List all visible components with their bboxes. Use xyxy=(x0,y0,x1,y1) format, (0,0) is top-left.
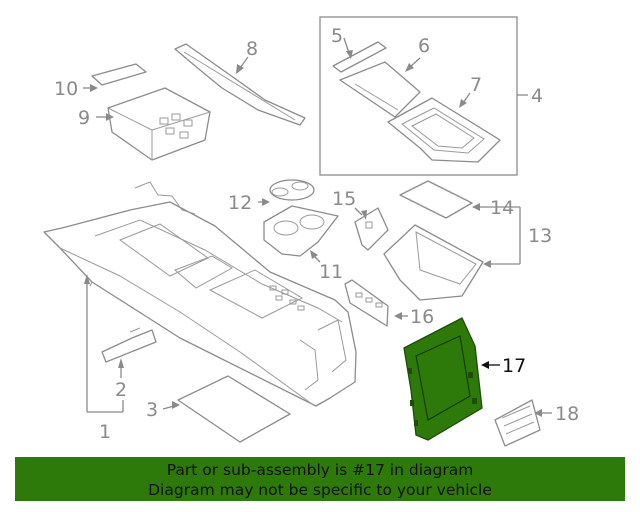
info-banner: Part or sub-assembly is #17 in diagram D… xyxy=(15,457,625,501)
callout-1: 1 xyxy=(99,421,111,443)
callout-13: 13 xyxy=(528,225,552,247)
part-8-trim-strip[interactable] xyxy=(174,43,306,126)
callout-3: 3 xyxy=(146,399,158,421)
part-5-strip[interactable] xyxy=(332,41,387,73)
part-13-bin[interactable] xyxy=(383,224,484,301)
part-9-control-module[interactable] xyxy=(107,87,211,161)
callout-4: 4 xyxy=(531,85,543,107)
part-3-pad[interactable] xyxy=(177,375,291,443)
banner-line-2: Diagram may not be specific to your vehi… xyxy=(148,481,492,499)
callout-11: 11 xyxy=(319,261,343,283)
part-10-pad[interactable] xyxy=(91,63,147,86)
callout-15: 15 xyxy=(332,188,356,210)
part-12-ring-trim[interactable] xyxy=(269,179,315,201)
banner-line-1: Part or sub-assembly is #17 in diagram xyxy=(166,461,474,479)
callout-2: 2 xyxy=(115,379,127,401)
callout-labels: 1 2 3 4 5 6 7 8 9 10 11 12 13 14 15 16 1… xyxy=(54,25,579,443)
callout-7: 7 xyxy=(470,74,482,96)
callout-5: 5 xyxy=(331,25,343,47)
callout-8: 8 xyxy=(246,38,258,60)
part-11-cup-holder[interactable] xyxy=(263,205,339,257)
part-15-bracket[interactable] xyxy=(354,207,389,251)
part-18-vent[interactable] xyxy=(494,399,541,447)
center-console[interactable] xyxy=(43,181,357,407)
callout-9: 9 xyxy=(78,107,90,129)
leader-lines xyxy=(83,37,552,417)
callout-16: 16 xyxy=(410,306,434,328)
callout-10: 10 xyxy=(54,78,78,100)
callout-18: 18 xyxy=(555,403,579,425)
part-16-panel[interactable] xyxy=(344,279,389,327)
part-4-group-box xyxy=(319,16,518,176)
part-14-pad[interactable] xyxy=(399,180,473,219)
callout-6: 6 xyxy=(418,35,430,57)
part-6-mat[interactable] xyxy=(339,61,421,118)
part-7-tray[interactable] xyxy=(387,97,501,163)
callout-14: 14 xyxy=(490,197,514,219)
part-2-bracket[interactable] xyxy=(101,327,157,363)
part-17-trim-panel[interactable] xyxy=(403,317,483,441)
callout-17: 17 xyxy=(502,355,526,377)
callout-12: 12 xyxy=(228,192,252,214)
